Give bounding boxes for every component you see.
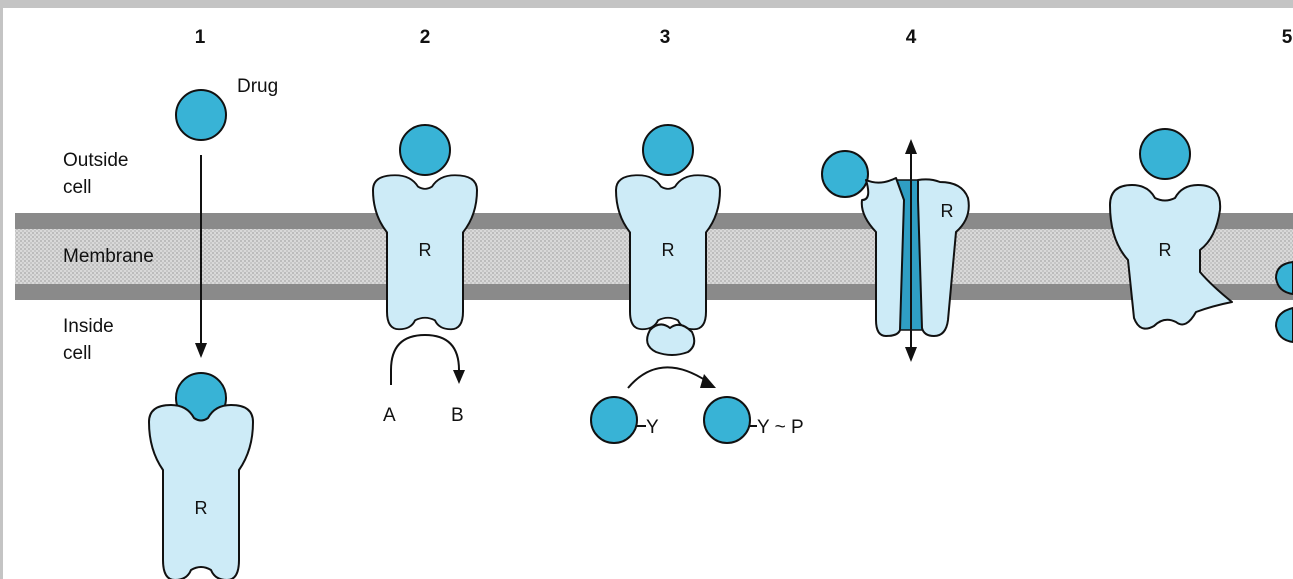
- drug-ball: [1139, 128, 1191, 180]
- phosphorylation-arrow: [627, 366, 709, 389]
- product-label: B: [451, 405, 464, 426]
- drug-ball: [399, 124, 451, 176]
- receptor-label: R: [419, 240, 432, 260]
- membrane-label: Membrane: [63, 246, 154, 267]
- kinase-product-label: Y ~ P: [757, 417, 804, 438]
- panel-5: R: [1109, 128, 1293, 344]
- phosphorylation-arrowhead: [700, 374, 716, 388]
- g-protein-subunit-bottom: [1274, 306, 1293, 344]
- panel-3: R Y Y ~ P: [590, 124, 804, 444]
- substrate-protein: [590, 396, 638, 444]
- substrate-label: A: [383, 405, 396, 426]
- receptor-label: R: [1159, 240, 1172, 260]
- drug-ball: [821, 150, 869, 198]
- channel-subunit-left: [860, 177, 905, 337]
- channel-subunit-right: [917, 178, 970, 337]
- outside-cell-label-line1: Outside: [63, 150, 128, 171]
- receptor-label: R: [662, 240, 675, 260]
- panel-number-2: 2: [420, 27, 431, 48]
- kinase-substrate-label: Y: [646, 417, 659, 438]
- enzyme-reaction-arrowhead: [453, 370, 465, 384]
- receptor-label: R: [195, 498, 208, 518]
- kinase-domain: [646, 323, 696, 356]
- panel-number-5: 5: [1282, 27, 1293, 48]
- panel-1: Drug R: [148, 76, 278, 579]
- inside-cell-label-line2: cell: [63, 343, 92, 364]
- ion-flow-arrowhead-up: [905, 139, 917, 154]
- drug-ball: [175, 89, 227, 141]
- panel-number-1: 1: [195, 27, 206, 48]
- diffusion-arrowhead: [195, 343, 207, 358]
- receptor-label: R: [941, 201, 954, 221]
- panel-number-4: 4: [906, 27, 917, 48]
- enzyme-reaction-arrow: [390, 333, 460, 385]
- ion-flow-arrowhead-down: [905, 347, 917, 362]
- phosphorylated-protein: [703, 396, 751, 444]
- drug-label: Drug: [237, 76, 278, 97]
- g-protein-subunit-top: [1274, 260, 1293, 296]
- inside-cell-label-line1: Inside: [63, 316, 114, 337]
- panel-number-3: 3: [660, 27, 671, 48]
- drug-ball: [642, 124, 694, 176]
- outside-cell-label-line2: cell: [63, 177, 92, 198]
- intracellular-receptor: [148, 404, 254, 579]
- g-protein-coupled-receptor: [1109, 184, 1233, 330]
- panel-2: R A B: [372, 124, 478, 426]
- panel-4: R: [821, 139, 970, 362]
